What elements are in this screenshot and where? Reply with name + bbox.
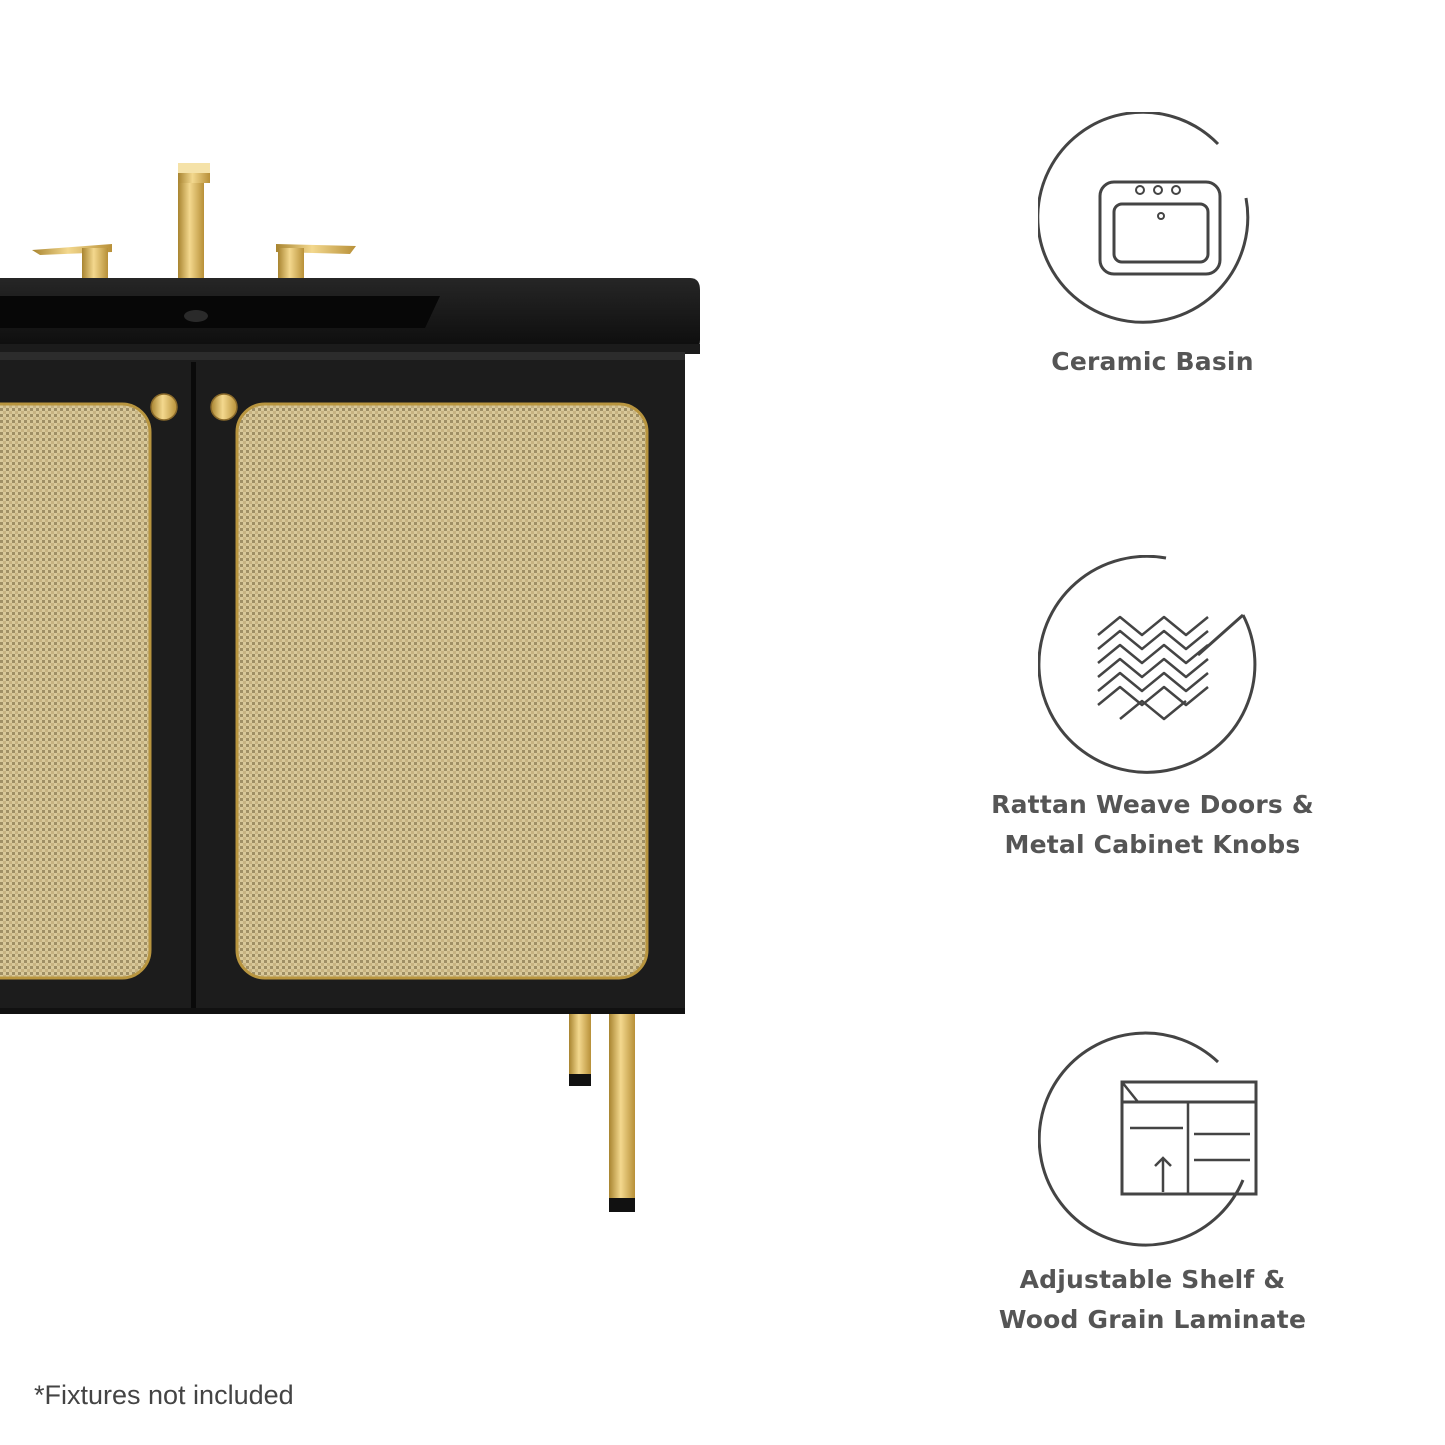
countertop [0,278,700,354]
feature-ceramic-basin: Ceramic Basin [980,110,1325,382]
vanity-cabinet-image [0,163,700,1212]
rattan-weave-icon [1036,554,1268,785]
feature-label-line: Adjustable Shelf & [1019,1265,1286,1294]
cabinet-legs [569,1014,635,1212]
feature-label-line: Wood Grain Laminate [998,1305,1307,1334]
feature-adjustable-shelf: Adjustable Shelf & Wood Grain Laminate [980,1030,1325,1340]
feature-rattan-weave: Rattan Weave Doors & Metal Cabinet Knobs [980,554,1325,865]
feature-label: Ceramic Basin [980,342,1325,382]
ceramic-basin-icon [1035,110,1268,342]
cabinet-body [0,352,685,1014]
fixtures-footnote: *Fixtures not included [34,1380,294,1410]
feature-label: Rattan Weave Doors & Metal Cabinet Knobs [980,785,1325,865]
feature-label: Adjustable Shelf & Wood Grain Laminate [980,1260,1325,1340]
feature-label-line: Metal Cabinet Knobs [1004,830,1301,859]
adjustable-shelf-icon [1037,1030,1268,1260]
feature-label-line: Rattan Weave Doors & [991,790,1314,819]
faucet [32,163,356,290]
feature-label-line: Ceramic Basin [1051,347,1254,376]
